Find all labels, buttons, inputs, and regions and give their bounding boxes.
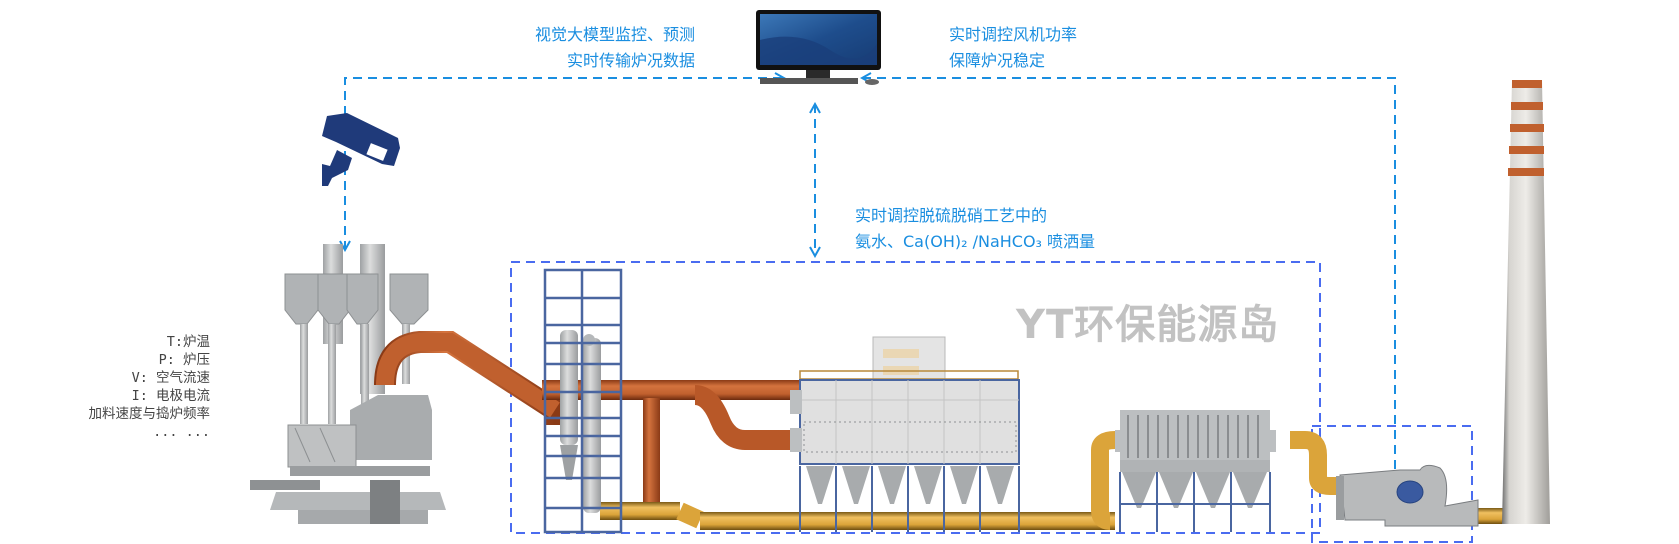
camera-annotation: 视觉大模型监控、预测 实时传输炉况数据	[480, 22, 695, 74]
denitrification-unit	[790, 336, 1020, 532]
fan-annotation: 实时调控风机功率 保障炉况稳定	[949, 22, 1077, 74]
param-feed-rate: 加料速度与捣炉频率	[88, 406, 211, 422]
fan-annotation-line-1: 实时调控风机功率	[949, 25, 1078, 44]
desulfurization-tower	[560, 330, 601, 513]
furnace	[250, 244, 446, 524]
camera-annotation-line-1: 视觉大模型监控、预测	[534, 25, 695, 44]
fan-annotation-line-2: 保障炉况稳定	[949, 51, 1046, 70]
monitor-icon	[756, 10, 881, 85]
camera-icon	[322, 113, 400, 186]
desulf-annotation: 实时调控脱硫脱硝工艺中的 氨水、Ca(OH)₂ /NaHCO₃ 喷洒量	[855, 203, 1095, 255]
bag-filter	[1115, 410, 1276, 532]
signal-line-camera-to-monitor	[345, 78, 784, 250]
signal-line-monitor-to-fan	[862, 78, 1395, 485]
param-electrode-current: I: 电极电流	[131, 388, 210, 404]
induced-draft-fan	[1336, 464, 1479, 527]
chimney-stack	[1502, 80, 1550, 524]
desulf-annotation-line-1: 实时调控脱硫脱硝工艺中的	[855, 206, 1048, 225]
param-pressure: P: 炉压	[158, 352, 210, 368]
watermark-text: YT环保能源岛	[1016, 302, 1280, 348]
desulf-annotation-line-2: 氨水、Ca(OH)₂ /NaHCO₃ 喷洒量	[855, 232, 1096, 251]
camera-annotation-line-2: 实时传输炉况数据	[566, 51, 695, 70]
param-temperature: T:炉温	[166, 334, 210, 350]
hot-flue-duct	[374, 331, 810, 506]
param-ellipsis: ... ...	[153, 424, 210, 440]
steel-frame-tower	[543, 268, 623, 534]
furnace-parameter-list: T:炉温 P: 炉压 V: 空气流速 I: 电极电流 加料速度与捣炉频率 ...…	[40, 333, 211, 441]
param-air-velocity: V: 空气流速	[131, 370, 210, 386]
